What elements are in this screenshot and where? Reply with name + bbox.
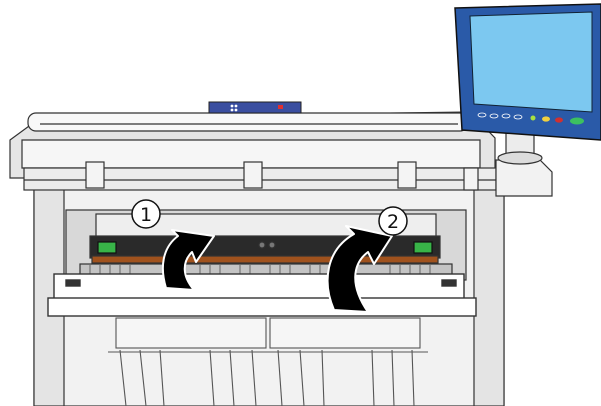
output-baskets [108, 317, 428, 406]
step-number: 2 [387, 211, 399, 233]
button-red-icon [555, 117, 563, 123]
led-green-icon [530, 115, 536, 121]
arrow-lift-icon [161, 229, 215, 291]
monitor-arm [495, 129, 553, 197]
step-callout-1: 1 [131, 199, 161, 229]
front-tray [47, 273, 477, 317]
start-button-icon [570, 117, 584, 125]
top-control-strip [208, 101, 302, 114]
monitor-buttons [477, 112, 523, 120]
step-callout-2: 2 [378, 206, 408, 236]
control-monitor [454, 3, 601, 141]
step-number: 1 [140, 204, 152, 226]
arrow-lift-icon [326, 225, 393, 313]
button-yellow-icon [542, 116, 550, 122]
cover-clips [85, 161, 479, 191]
